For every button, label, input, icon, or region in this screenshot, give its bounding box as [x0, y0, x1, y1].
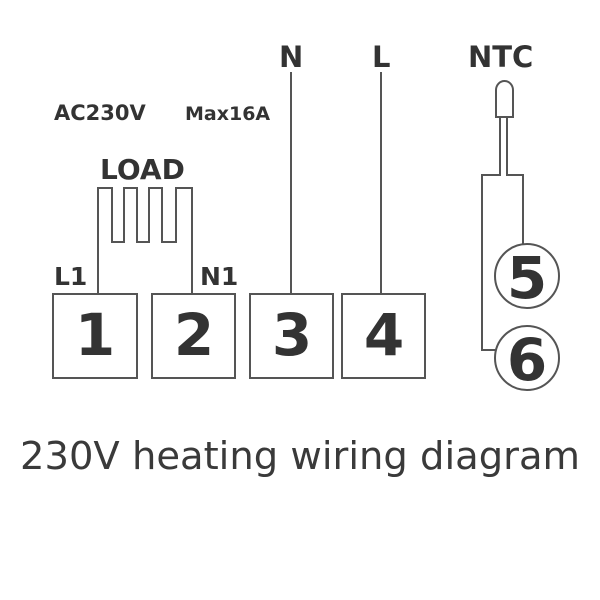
terminal-2: 2 [151, 293, 236, 379]
ntc-sensor-tip-icon [495, 80, 514, 118]
load-heating-element [97, 187, 193, 294]
n1-label: N1 [200, 262, 238, 291]
ntc-wire-left [481, 117, 501, 351]
terminal-3-number: 3 [272, 301, 312, 369]
ntc-wire-right [506, 117, 524, 244]
ntc-label: NTC [468, 40, 533, 74]
terminal-3: 3 [249, 293, 334, 379]
terminal-2-number: 2 [174, 301, 214, 369]
load-label: LOAD [100, 153, 185, 186]
terminal-1-number: 1 [75, 301, 115, 369]
ac-voltage-label: AC230V [54, 101, 146, 125]
live-label: L [372, 40, 390, 74]
terminal-4: 4 [341, 293, 426, 379]
terminal-1: 1 [52, 293, 138, 379]
neutral-label: N [279, 40, 303, 74]
terminal-5-number: 5 [507, 244, 547, 312]
l1-label: L1 [54, 262, 87, 291]
diagram-caption: 230V heating wiring diagram [20, 434, 580, 478]
terminal-6: 6 [494, 325, 560, 394]
terminal-4-number: 4 [364, 301, 404, 369]
max-current-label: Max16A [185, 103, 270, 125]
terminal-6-number: 6 [507, 326, 547, 394]
terminal-5: 5 [494, 243, 560, 312]
